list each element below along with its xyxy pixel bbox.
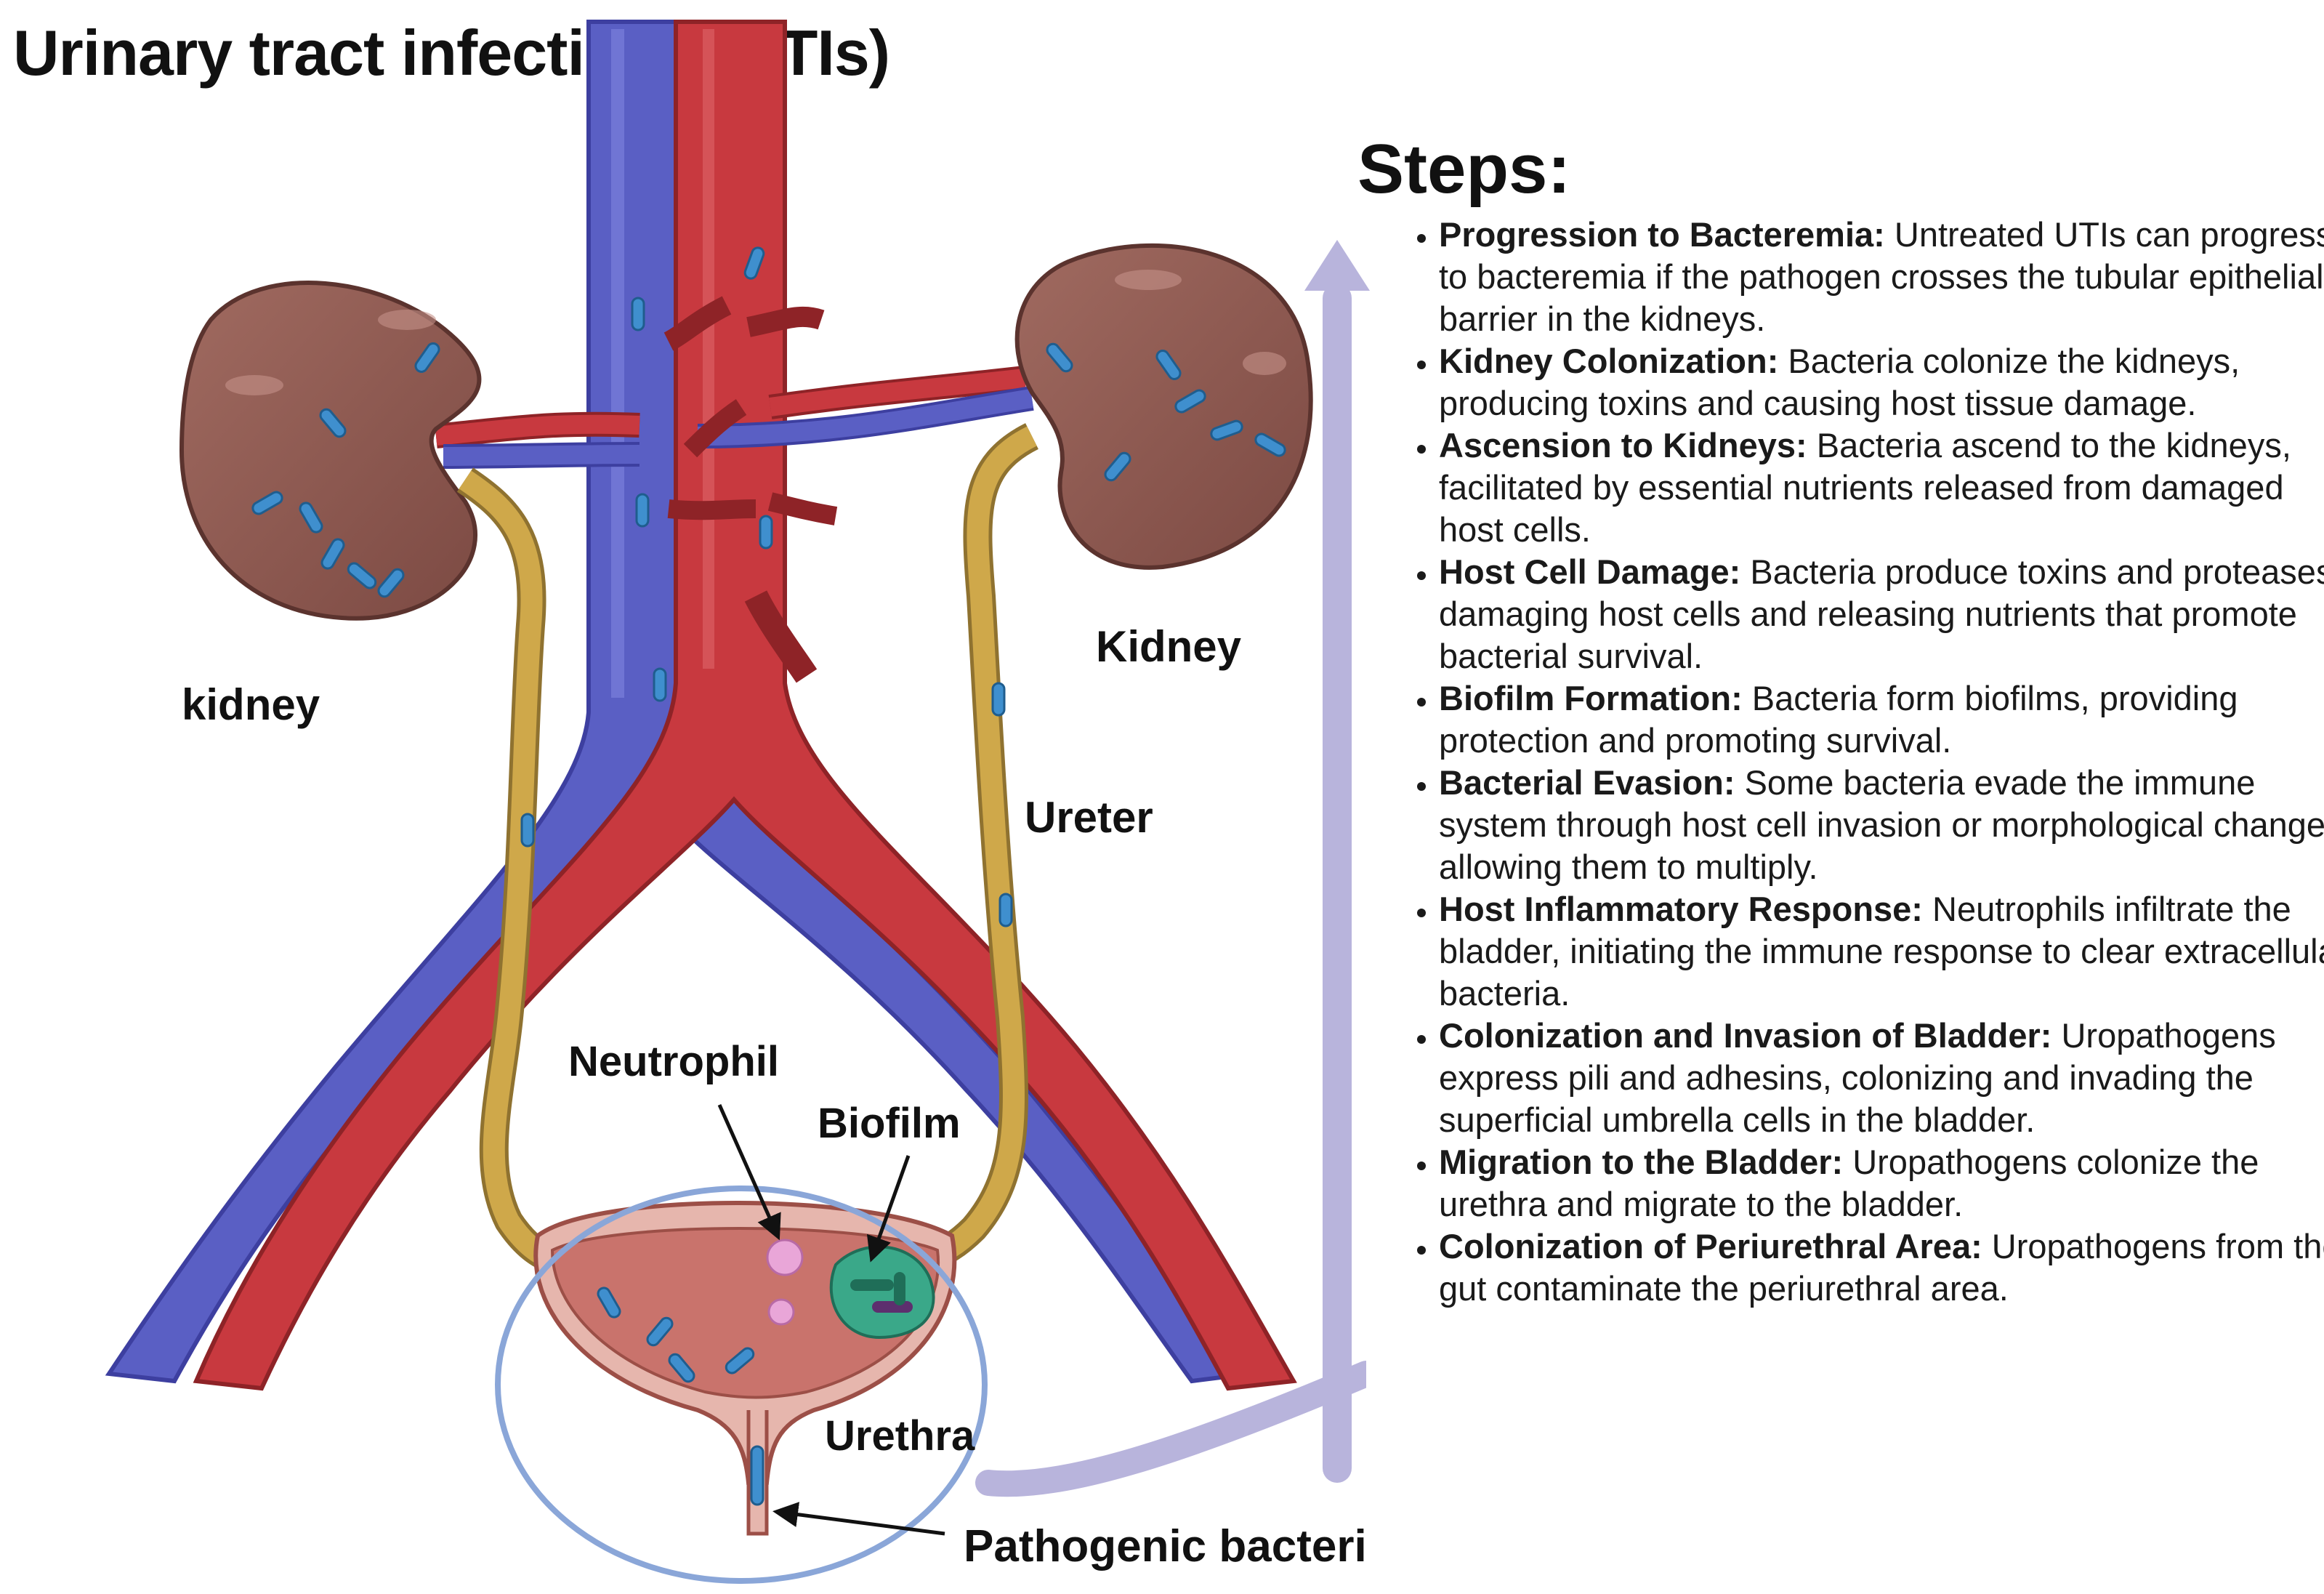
step-item: Migration to the Bladder: Uropathogens c…: [1439, 1141, 2324, 1225]
step-item: Host Inflammatory Response: Neutrophils …: [1439, 888, 2324, 1015]
pathogenic-bacteria-pointer: [772, 1502, 945, 1536]
bacteria-group: [251, 246, 1286, 1506]
step-item: Kidney Colonization: Bacteria colonize t…: [1439, 340, 2324, 424]
label-urethra: Urethra: [825, 1412, 975, 1460]
left-kidney: [179, 281, 482, 621]
step-item: Progression to Bacteremia: Untreated UTI…: [1439, 214, 2324, 340]
label-kidney-right: Kidney: [1096, 622, 1242, 671]
bladder-highlight-ring: [495, 1186, 988, 1584]
step-item: Ascension to Kidneys: Bacteria ascend to…: [1439, 424, 2324, 551]
anatomy-illustration: kidney Kidney Ureter Neutrophil Biofilm …: [105, 20, 1366, 1584]
progress-connector: [975, 1361, 1366, 1497]
label-neutrophil: Neutrophil: [568, 1038, 779, 1085]
step-item: Colonization and Invasion of Bladder: Ur…: [1439, 1015, 2324, 1141]
right-kidney: [1014, 243, 1313, 570]
label-pathogenic-bacteria: Pathogenic bacteria: [964, 1521, 1366, 1571]
renal-vessels: [435, 296, 1034, 683]
neutrophil-cells: [766, 1239, 804, 1326]
step-item: Bacterial Evasion: Some bacteria evade t…: [1439, 762, 2324, 888]
step-item: Biofilm Formation: Bacteria form biofilm…: [1439, 677, 2324, 762]
label-ureter: Ureter: [1025, 793, 1153, 842]
biofilm-cluster: [829, 1245, 935, 1340]
steps-list: Progression to Bacteremia: Untreated UTI…: [1394, 214, 2324, 1310]
aorta: [193, 20, 1297, 1391]
neutrophil-pointer: [717, 1103, 781, 1241]
step-item: Colonization of Periurethral Area: Uropa…: [1439, 1225, 2324, 1310]
biofilm-pointer: [866, 1155, 911, 1263]
step-item: Host Cell Damage: Bacteria produce toxin…: [1439, 551, 2324, 677]
label-kidney-left: kidney: [182, 680, 320, 729]
steps-heading: Steps:: [1357, 130, 1571, 208]
progress-up-arrow: [1304, 240, 1370, 1483]
label-biofilm: Biofilm: [818, 1100, 961, 1147]
